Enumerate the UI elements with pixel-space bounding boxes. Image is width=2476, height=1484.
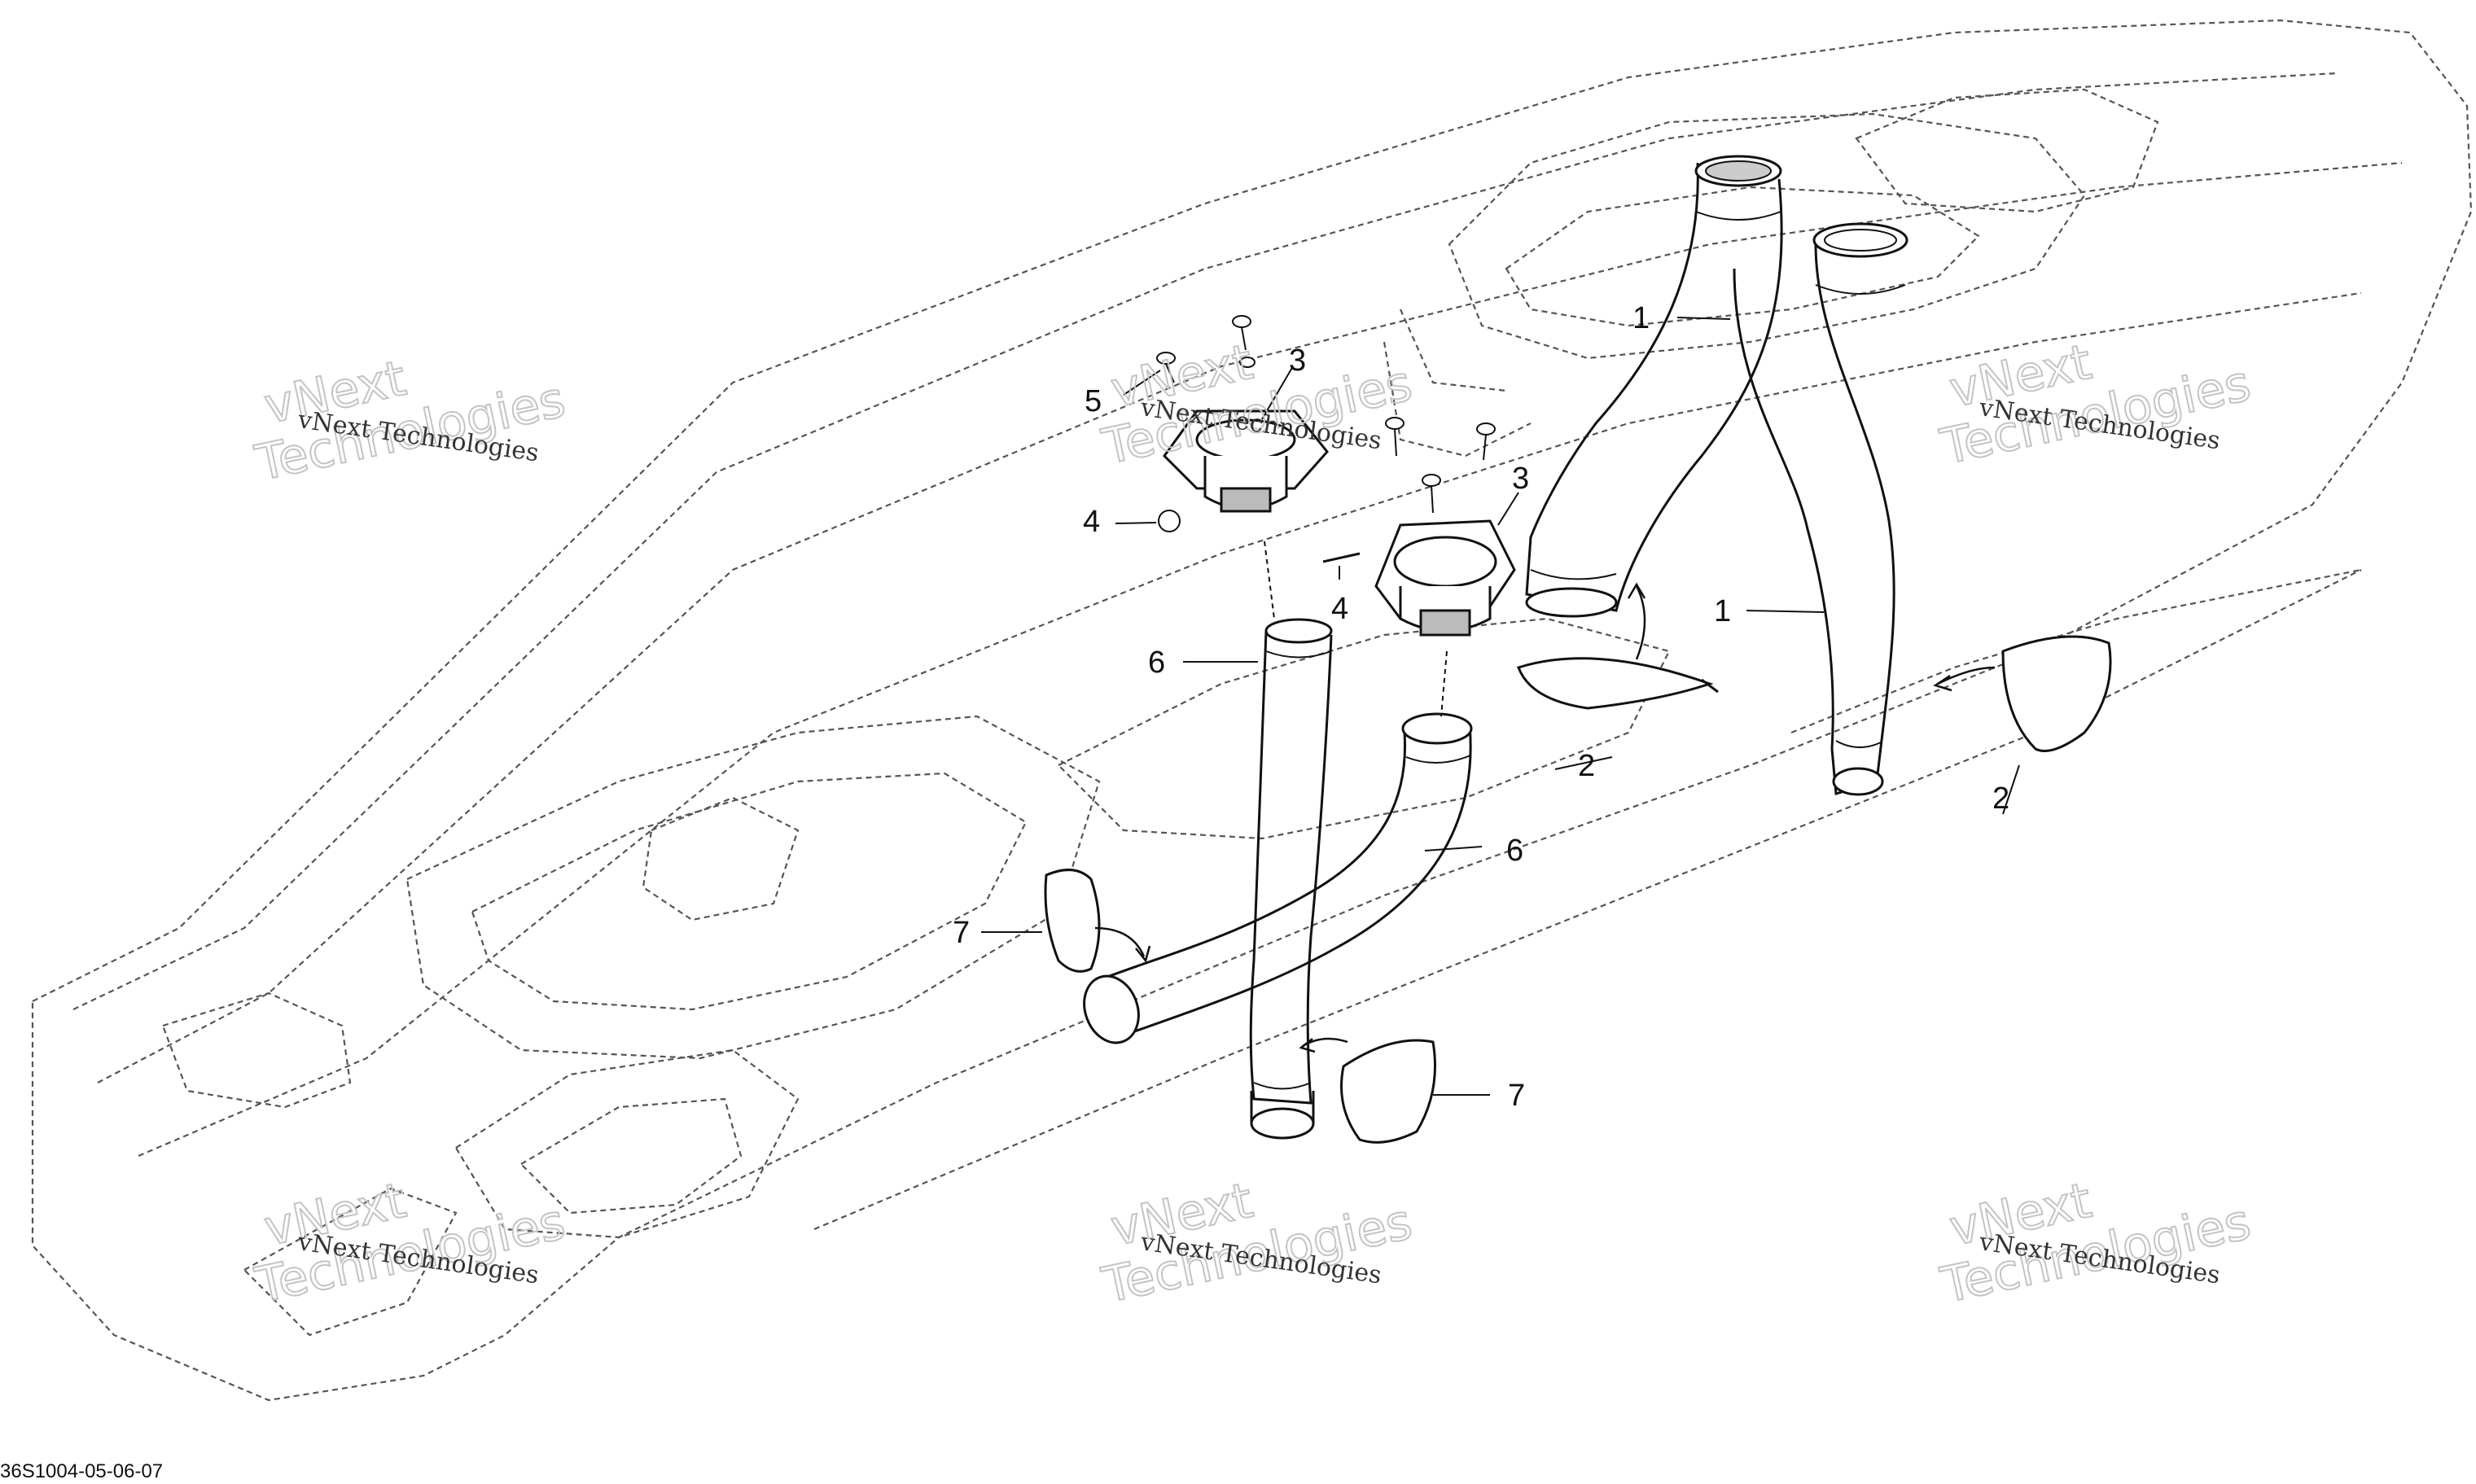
screws — [1156, 315, 1496, 563]
hull-outline — [31, 19, 2473, 1402]
callout-numbers: 1 1 2 2 3 3 4 4 5 6 6 7 7 — [953, 301, 2009, 1113]
callout-2-right: 2 — [1992, 781, 2009, 816]
callout-1-upper: 1 — [1632, 301, 1650, 335]
leader-lines — [981, 317, 2020, 1096]
watermark-bottom-left: vNext Technologies vNext Technologies — [250, 1171, 572, 1315]
intake-duct-upper-right — [1733, 222, 1908, 796]
hose-lower-bent — [1083, 712, 1473, 1044]
callout-6-right: 6 — [1506, 834, 1523, 868]
watermark-top-left: vNext Technologies vNext Technologies — [250, 349, 572, 493]
watermark-bottom-right: vNext Technologies vNext Technologies — [1935, 1171, 2257, 1315]
watermark-top-right: vNext Technologies vNext Technologies — [1935, 333, 2257, 477]
clamp-upper-middle — [1517, 657, 1719, 710]
fitting-left — [1163, 409, 1329, 513]
hose-lower-vertical — [1249, 618, 1333, 1140]
callout-2-middle: 2 — [1578, 749, 1595, 783]
clamp-upper-right — [2001, 635, 2112, 752]
callout-4-right: 4 — [1331, 592, 1348, 626]
callout-3-right: 3 — [1512, 462, 1529, 496]
callout-7-left: 7 — [953, 916, 970, 950]
callout-6-left: 6 — [1148, 646, 1165, 680]
callout-7-right: 7 — [1508, 1079, 1525, 1113]
callout-1-lower: 1 — [1714, 594, 1731, 628]
part-code: 36S1004-05-06-07 — [0, 1460, 163, 1482]
callout-4-left: 4 — [1083, 505, 1100, 539]
watermark-bottom-center: vNext Technologies vNext Technologies — [1097, 1171, 1418, 1315]
callout-3-left: 3 — [1289, 344, 1306, 378]
assembly-arrows — [1094, 541, 1996, 1053]
intake-duct-upper-left — [1525, 155, 1783, 618]
clamp-lower-left — [1044, 869, 1101, 973]
clamp-lower-right — [1340, 1039, 1436, 1144]
fitting-right — [1374, 519, 1516, 637]
callout-5: 5 — [1085, 384, 1102, 418]
